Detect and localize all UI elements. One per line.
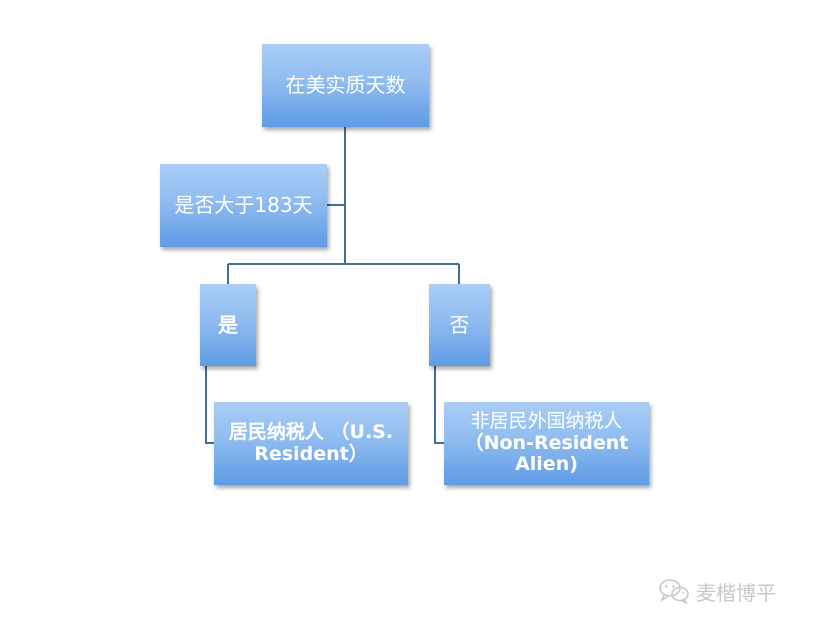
no-label: 否 bbox=[449, 312, 470, 337]
no-node: 否 bbox=[429, 284, 490, 366]
yes-to-resident-line bbox=[205, 366, 214, 444]
nonresident-node: 非居民外国纳税人 （Non-Resident Alien) bbox=[444, 402, 649, 485]
wechat-icon bbox=[659, 579, 689, 604]
resident-node: 居民纳税人 （U.S. Resident） bbox=[214, 402, 408, 485]
resident-label-line2: Resident） bbox=[254, 442, 368, 465]
yes-node: 是 bbox=[200, 284, 256, 366]
nonresident-label-line1: 非居民外国纳税人 bbox=[470, 409, 623, 432]
root-label: 在美实质天数 bbox=[285, 73, 406, 97]
watermark-text: 麦楷博平 bbox=[696, 580, 776, 605]
nonresident-label-line2: （Non-Resident bbox=[464, 431, 629, 454]
root-node: 在美实质天数 bbox=[262, 44, 429, 127]
nonresident-label-line3: Alien) bbox=[515, 453, 578, 476]
yes-label: 是 bbox=[218, 312, 238, 337]
question-node: 是否大于183天 bbox=[160, 164, 327, 247]
question-label: 是否大于183天 bbox=[174, 193, 313, 217]
no-to-nonresident-line bbox=[434, 366, 444, 444]
watermark: 麦楷博平 bbox=[658, 578, 776, 605]
resident-label-line1: 居民纳税人 （U.S. bbox=[228, 420, 394, 443]
